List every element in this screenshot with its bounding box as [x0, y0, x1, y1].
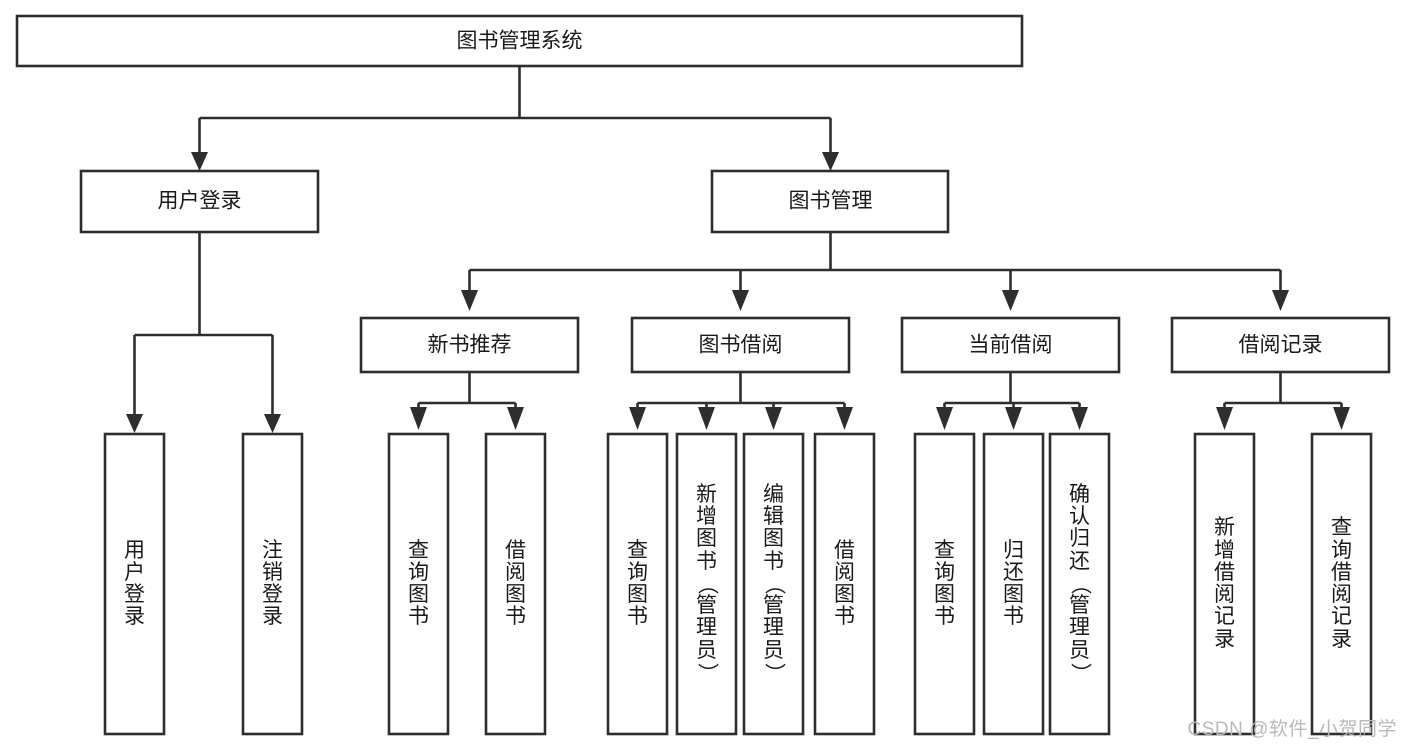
connector-group-bookborrow: [629, 372, 853, 430]
node-new-book-recommend-label: 新书推荐: [428, 334, 512, 357]
arrow-head-bookborrow-l1: [629, 407, 646, 430]
node-user-login-box[interactable]: [79, 169, 320, 234]
node-root-label: 图书管理系统: [457, 30, 583, 53]
connector-group-root: [191, 66, 839, 171]
leaf-box-current-borrow-1[interactable]: [982, 432, 1045, 736]
arrow-head-leaf-logout: [264, 414, 281, 433]
node-borrow-record-box[interactable]: [1170, 316, 1391, 374]
leaf-box-book-borrow-1[interactable]: [675, 432, 738, 736]
node-user-login-label: 用户登录: [158, 190, 242, 213]
node-book-borrow-label: 图书借阅: [699, 334, 783, 357]
arrow-head-currentborrow-l2: [1005, 407, 1022, 430]
arrow-head-bookborrow: [732, 290, 749, 311]
arrow-head-bookmgmt: [822, 152, 839, 171]
arrow-head-newbook: [461, 290, 478, 311]
node-root-box[interactable]: [15, 14, 1024, 68]
leaf-box-book-borrow-2[interactable]: [742, 432, 805, 736]
leaf-box-new-book-0[interactable]: [387, 432, 450, 736]
arrow-head-currentborrow-l3: [1071, 407, 1088, 430]
connector-group-userlogin: [126, 232, 281, 433]
arrow-head-currentborrow: [1002, 290, 1019, 311]
node-new-book-recommend-box[interactable]: [359, 316, 580, 374]
arrow-head-borrowrecord-l2: [1333, 407, 1350, 430]
leaf-box-book-borrow-0[interactable]: [606, 432, 669, 736]
leaf-box-book-borrow-3[interactable]: [813, 432, 876, 736]
arrow-head-bookborrow-l4: [836, 407, 853, 430]
connector-group-newbook: [410, 372, 524, 430]
leaf-box-current-borrow-0[interactable]: [913, 432, 976, 736]
node-borrow-record-label: 借阅记录: [1239, 334, 1323, 357]
leaf-box-new-book-1[interactable]: [484, 432, 547, 736]
connector-group-currentborrow: [936, 372, 1088, 430]
node-current-borrow-box[interactable]: [900, 316, 1121, 374]
node-book-management-box[interactable]: [710, 169, 950, 234]
arrow-head-currentborrow-l1: [936, 407, 953, 430]
leaf-box-user-login-1[interactable]: [241, 432, 304, 736]
connector-group-bookmgmt: [461, 232, 1289, 311]
arrow-head-newbook-l1: [410, 407, 427, 430]
arrow-head-newbook-l2: [507, 407, 524, 430]
watermark-label: CSDN @软件_小贺同学: [1187, 719, 1397, 740]
arrow-head-bookborrow-l3: [765, 407, 782, 430]
leaf-box-borrow-record-1[interactable]: [1310, 432, 1373, 736]
arrow-head-borrowrecord-l1: [1216, 407, 1233, 430]
connector-group-borrowrecord: [1216, 372, 1350, 430]
node-current-borrow-label: 当前借阅: [969, 334, 1053, 357]
arrow-head-leaf-user-login: [126, 414, 143, 433]
arrow-head-borrowrecord: [1272, 290, 1289, 311]
leaf-box-borrow-record-0[interactable]: [1193, 432, 1256, 736]
node-book-borrow-box[interactable]: [630, 316, 851, 374]
node-book-management-label: 图书管理: [789, 190, 873, 213]
leaf-box-user-login-0[interactable]: [103, 432, 166, 736]
arrow-head-userlogin: [191, 152, 208, 171]
arrow-head-bookborrow-l2: [698, 407, 715, 430]
leaf-box-current-borrow-2[interactable]: [1048, 432, 1111, 736]
